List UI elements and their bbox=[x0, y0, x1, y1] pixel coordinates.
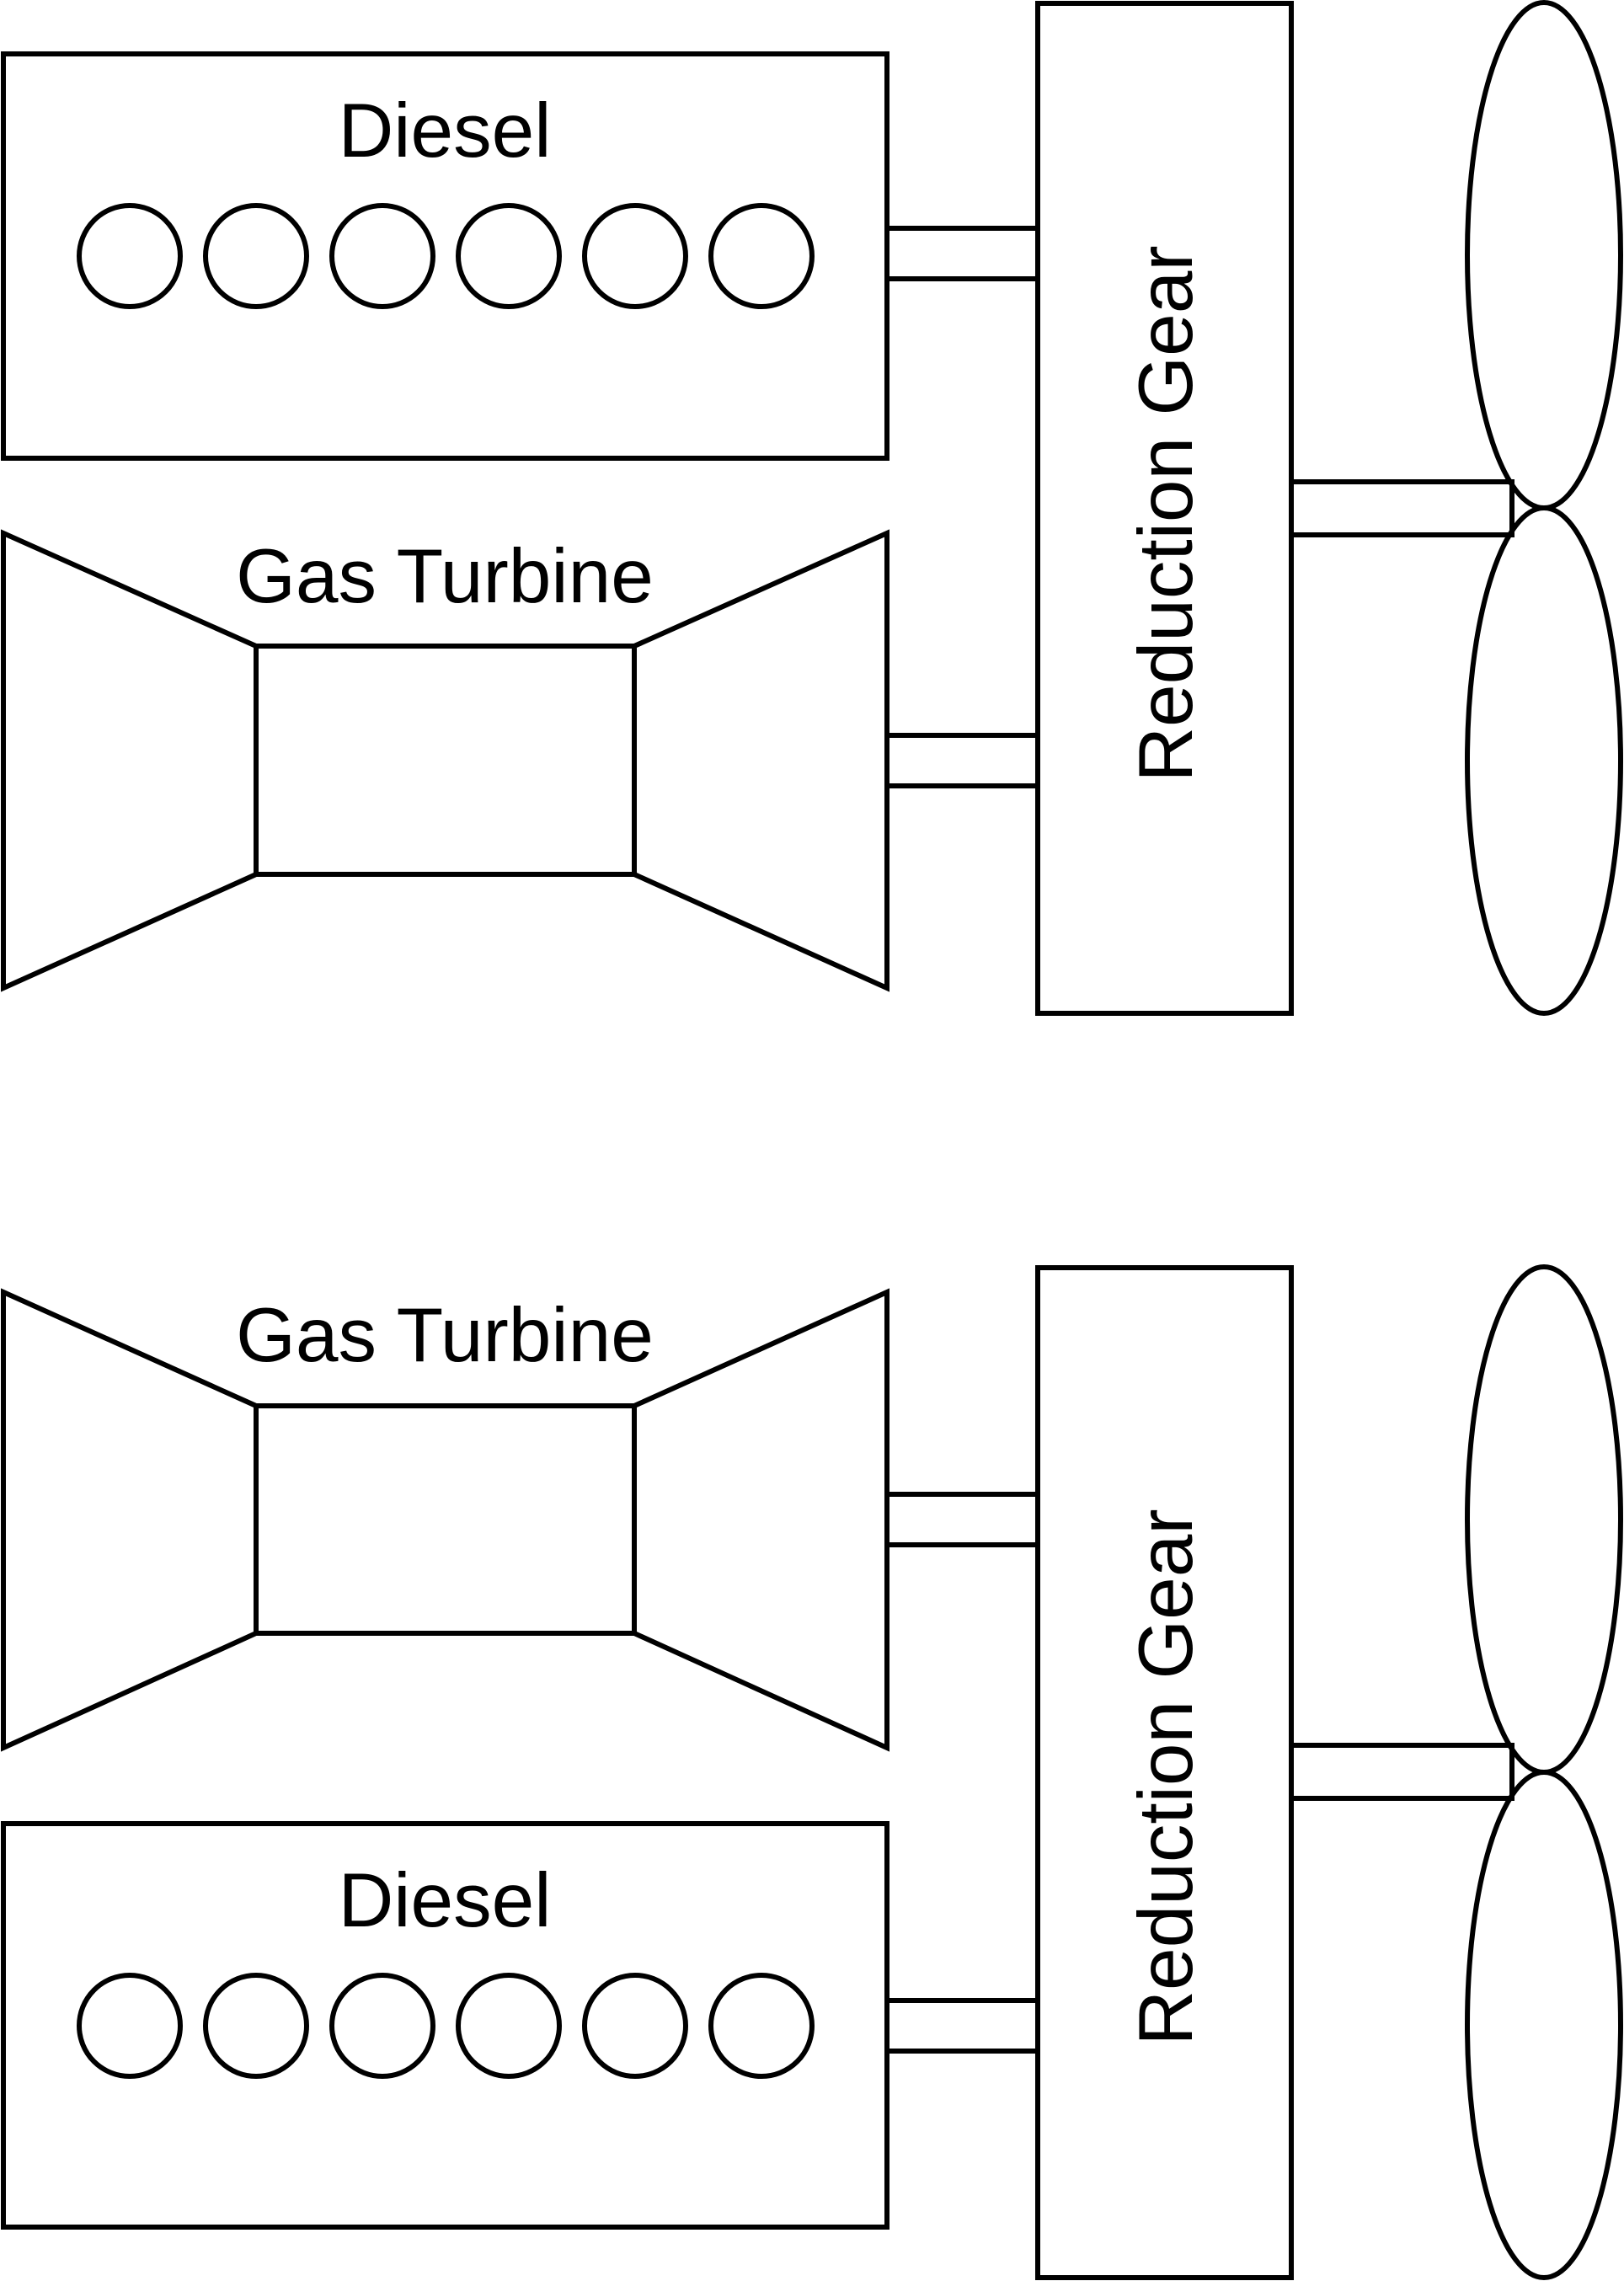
cylinder-icon bbox=[77, 1973, 183, 2079]
cylinder-icon bbox=[708, 203, 815, 309]
top-reduction-gear-label: Reduction Gear bbox=[1124, 245, 1209, 782]
cylinder-icon bbox=[77, 203, 183, 309]
bottom-reduction-gear: Reduction Gear bbox=[1035, 1265, 1294, 2280]
cylinder-icon bbox=[456, 1973, 562, 2079]
top-turbine-intake bbox=[0, 529, 259, 992]
top-diesel-cylinders bbox=[77, 203, 815, 309]
top-diesel-shaft bbox=[884, 226, 1040, 281]
cylinder-icon bbox=[708, 1973, 815, 2079]
cylinder-icon bbox=[456, 203, 562, 309]
cylinder-icon bbox=[203, 203, 309, 309]
top-turbine-exhaust bbox=[632, 529, 889, 992]
bottom-turbine-shaft bbox=[884, 1492, 1040, 1547]
top-turbine-shaft bbox=[884, 733, 1040, 788]
bottom-propeller-blade-lower bbox=[1465, 1770, 1623, 2280]
top-diesel-label: Diesel bbox=[339, 88, 552, 174]
top-gas-turbine: Gas Turbine bbox=[0, 529, 889, 992]
bottom-turbine-core bbox=[254, 1403, 637, 1636]
cylinder-icon bbox=[582, 203, 688, 309]
bottom-turbine-exhaust bbox=[632, 1288, 889, 1752]
bottom-diesel-cylinders bbox=[77, 1973, 815, 2079]
top-output-shaft bbox=[1289, 479, 1514, 537]
bottom-gas-turbine-label: Gas Turbine bbox=[236, 1293, 654, 1378]
cylinder-icon bbox=[329, 203, 435, 309]
bottom-diesel-shaft bbox=[884, 1998, 1040, 2054]
top-diesel-engine: Diesel bbox=[1, 51, 889, 461]
bottom-propeller-icon bbox=[1465, 1264, 1623, 2280]
top-turbine-core bbox=[254, 644, 637, 877]
bottom-arrangement: Gas Turbine Diesel Reduction Gear bbox=[1, 1264, 1623, 2280]
bottom-output-shaft bbox=[1289, 1743, 1514, 1801]
bottom-turbine-intake bbox=[1, 1288, 259, 1752]
top-propeller-icon bbox=[1465, 0, 1623, 1016]
top-propeller-blade-upper bbox=[1465, 0, 1623, 510]
top-arrangement: Diesel Gas Turbine Reduction Gear bbox=[0, 0, 1623, 1016]
bottom-diesel-label: Diesel bbox=[339, 1858, 552, 1943]
top-reduction-gear: Reduction Gear bbox=[1035, 1, 1294, 1016]
cylinder-icon bbox=[582, 1973, 688, 2079]
cylinder-icon bbox=[203, 1973, 309, 2079]
bottom-diesel-engine: Diesel bbox=[1, 1821, 889, 2230]
top-gas-turbine-label: Gas Turbine bbox=[236, 534, 654, 619]
top-propeller-blade-lower bbox=[1465, 505, 1623, 1016]
cylinder-icon bbox=[329, 1973, 435, 2079]
bottom-propeller-blade-upper bbox=[1465, 1264, 1623, 1775]
bottom-gas-turbine: Gas Turbine bbox=[1, 1288, 889, 1752]
bottom-reduction-gear-label: Reduction Gear bbox=[1124, 1509, 1209, 2045]
